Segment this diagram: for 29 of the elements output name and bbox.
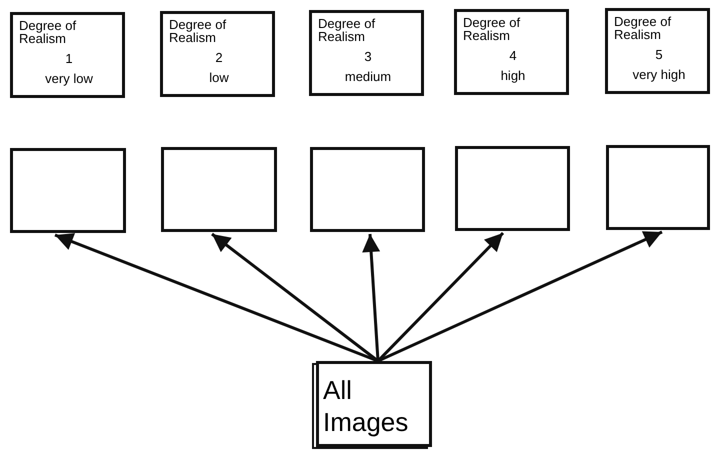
- level-number: 1: [65, 52, 73, 65]
- level-number: 5: [655, 48, 663, 61]
- empty-box: [606, 145, 710, 230]
- level-number: 3: [364, 50, 372, 63]
- level-number: 4: [509, 49, 517, 62]
- realism-box: [605, 8, 710, 94]
- realism-box: [454, 9, 569, 95]
- realism-box: [10, 12, 125, 98]
- level-label: very low: [45, 72, 93, 85]
- source-box: [316, 361, 432, 447]
- source-label: All Images: [323, 374, 410, 438]
- realism-box: [309, 10, 424, 96]
- empty-box: [161, 147, 277, 232]
- arrow: [362, 234, 380, 362]
- level-label: very high: [632, 68, 686, 81]
- empty-box: [310, 147, 425, 232]
- heading-label: Degree of Realism: [463, 16, 522, 42]
- heading-label: Degree of Realism: [19, 19, 78, 45]
- empty-box: [455, 146, 570, 231]
- level-label: low: [209, 71, 229, 84]
- level-label: high: [500, 69, 526, 82]
- heading-label: Degree of Realism: [614, 15, 672, 41]
- realism-box: [160, 11, 275, 97]
- empty-box: [10, 148, 126, 233]
- heading-label: Degree of Realism: [318, 17, 376, 43]
- level-label: medium: [344, 70, 392, 83]
- heading-label: Degree of Realism: [169, 18, 228, 44]
- arrow: [377, 230, 663, 362]
- level-number: 2: [215, 51, 223, 64]
